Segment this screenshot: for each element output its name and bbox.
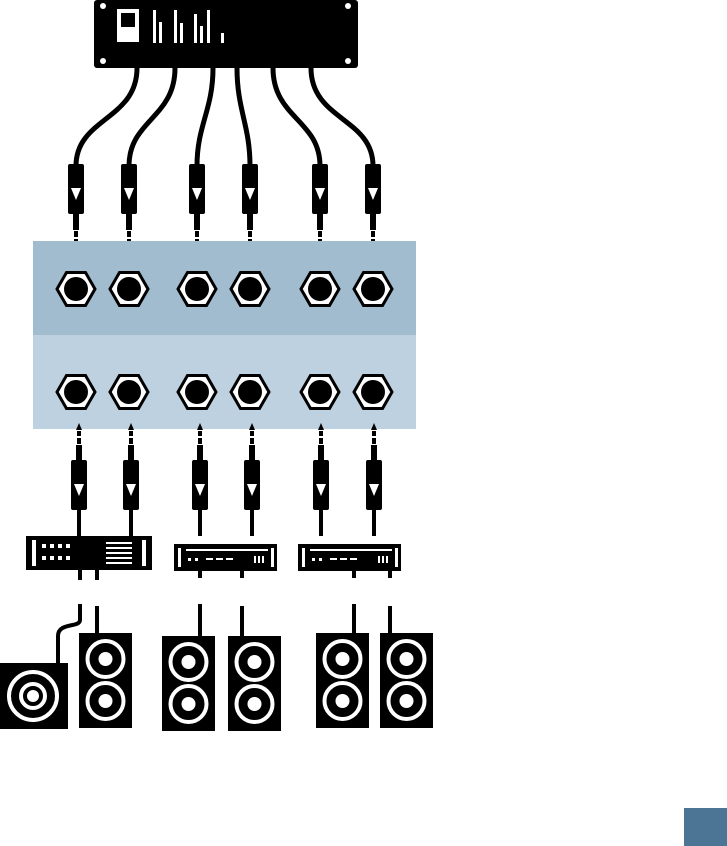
speaker-wire <box>58 604 80 664</box>
rack-amplifier-icon <box>174 544 277 578</box>
jack-socket-icon <box>301 376 339 409</box>
trs-plug-icon <box>189 164 205 251</box>
jack-socket-icon <box>110 376 148 409</box>
speaker-cabinet-icon <box>79 633 132 728</box>
trs-plug-icon <box>192 423 208 536</box>
speaker-cabinet-icon <box>380 633 433 728</box>
plug-row-bottom <box>71 423 382 536</box>
trs-plug-icon <box>71 423 87 536</box>
jack-socket-icon <box>354 273 392 306</box>
rack-processor-icon <box>94 0 358 68</box>
jack-socket-icon <box>178 273 216 306</box>
jack-socket-icon <box>231 376 269 409</box>
trs-plug-icon <box>313 423 329 536</box>
speaker-cabinet-icon <box>316 633 369 728</box>
jack-socket-icon <box>110 273 148 306</box>
cable <box>76 68 137 166</box>
trs-plug-icon <box>312 164 328 251</box>
speaker-cabinet-icon <box>228 636 281 731</box>
trs-plug-icon <box>121 164 137 251</box>
trs-plug-icon <box>68 164 84 251</box>
jack-socket-icon <box>57 273 95 306</box>
trs-plug-icon <box>366 423 382 536</box>
jack-socket-icon <box>57 376 95 409</box>
subwoofer-icon <box>0 663 68 729</box>
rack-amplifier-icon <box>298 544 401 578</box>
page-tab <box>684 808 727 846</box>
trs-plug-icon <box>365 164 381 251</box>
trs-plug-icon <box>242 164 258 251</box>
cable <box>197 68 213 166</box>
jack-socket-icon <box>301 273 339 306</box>
rack-amplifier-icon <box>26 536 152 580</box>
trs-plug-icon <box>244 423 260 536</box>
jack-socket-icon <box>231 273 269 306</box>
patchbay-icon <box>33 241 416 429</box>
speaker-cabinet-icon <box>162 636 215 731</box>
plug-row-top <box>68 164 381 251</box>
cable-group-top <box>76 68 373 166</box>
cable <box>237 68 250 166</box>
jack-socket-icon <box>178 376 216 409</box>
jack-socket-icon <box>354 376 392 409</box>
trs-plug-icon <box>123 423 139 536</box>
